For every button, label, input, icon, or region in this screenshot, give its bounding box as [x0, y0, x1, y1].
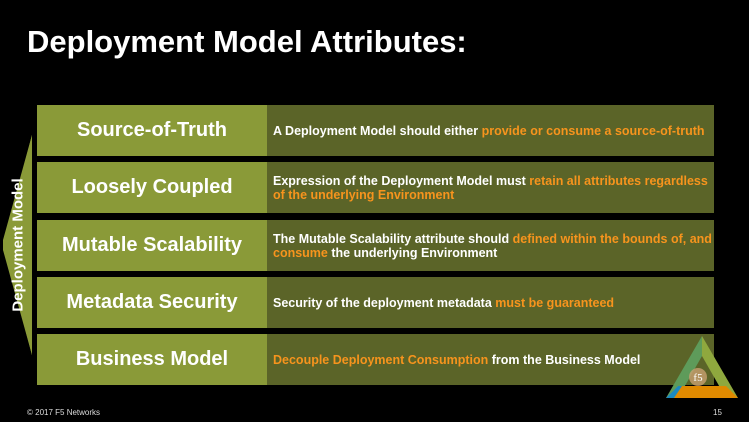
f5-logo-text: f5 — [693, 372, 703, 384]
desc-text: Expression of the Deployment Model must — [273, 173, 530, 188]
attribute-name: Metadata Security — [37, 277, 267, 328]
desc-highlight: retain all attributes regardless of the … — [273, 173, 708, 202]
attribute-name: Loosely Coupled — [37, 162, 267, 213]
slide-title: Deployment Model Attributes: — [27, 24, 467, 59]
attribute-description: The Mutable Scalability attribute should… — [267, 220, 714, 271]
attribute-row: Source-of-Truth A Deployment Model shoul… — [37, 105, 714, 156]
f5-triangle-logo: f5 — [666, 336, 738, 398]
page-number: 15 — [713, 408, 722, 417]
attribute-description: Security of the deployment metadata must… — [267, 277, 714, 328]
desc-highlight: defined within the bounds of, and consum… — [273, 231, 712, 260]
attribute-name: Business Model — [37, 334, 267, 385]
attribute-row: Loosely Coupled Expression of the Deploy… — [37, 162, 714, 213]
desc-highlight: provide or consume a source-of-truth — [481, 123, 705, 138]
attribute-row: Business Model Decouple Deployment Consu… — [37, 334, 714, 385]
attribute-name: Source-of-Truth — [37, 105, 267, 156]
desc-text: the underlying Environment — [327, 245, 498, 260]
desc-highlight: must be guaranteed — [495, 295, 615, 310]
copyright: © 2017 F5 Networks — [27, 408, 101, 417]
side-label: Deployment Model — [9, 178, 27, 312]
desc-text: The Mutable Scalability attribute should — [273, 231, 513, 246]
attribute-description: Decouple Deployment Consumption from the… — [267, 334, 714, 385]
desc-text: from the Business Model — [488, 352, 641, 367]
desc-text: A Deployment Model should either — [273, 123, 482, 138]
desc-text: Security of the deployment metadata — [273, 295, 496, 310]
attribute-row: Metadata Security Security of the deploy… — [37, 277, 714, 328]
desc-highlight: Decouple Deployment Consumption — [273, 352, 489, 367]
attribute-row: Mutable Scalability The Mutable Scalabil… — [37, 220, 714, 271]
attribute-description: A Deployment Model should either provide… — [267, 105, 714, 156]
deployment-model-arrow — [3, 135, 32, 355]
attribute-name: Mutable Scalability — [37, 220, 267, 271]
attribute-description: Expression of the Deployment Model must … — [267, 162, 714, 213]
